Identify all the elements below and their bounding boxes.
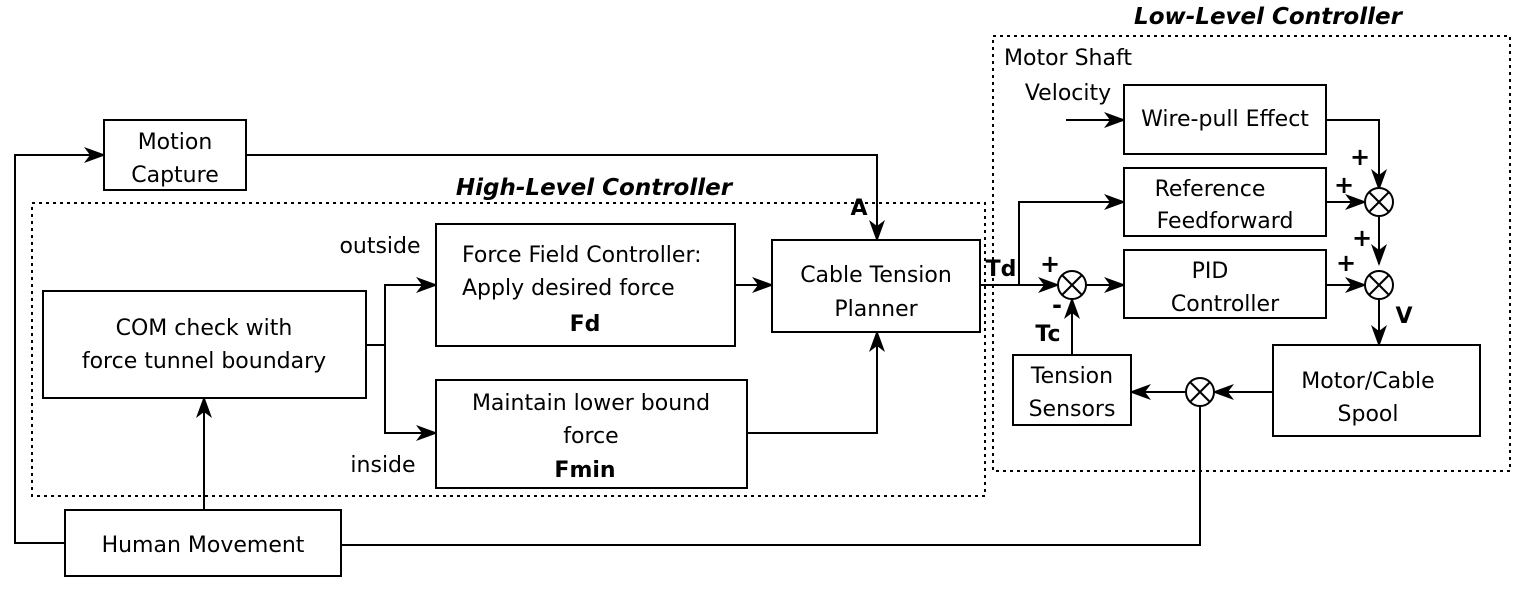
fd-label: Fd	[570, 312, 601, 337]
pid-controller-block: PID Controller	[1123, 249, 1327, 319]
lower-bound-to-planner-line	[747, 330, 885, 434]
planner-label-line2: Planner	[834, 297, 918, 322]
motion-capture-label-line1: Motion	[138, 130, 213, 155]
planner-label-line1: Cable Tension	[800, 263, 952, 288]
wire-pull-to-sum-line	[1326, 119, 1387, 191]
lower-bound-label-line2: force	[563, 424, 618, 449]
pid-label-line2: Controller	[1171, 292, 1280, 317]
wire-pull-label: Wire-pull Effect	[1141, 107, 1309, 132]
tc-label: Tc	[1035, 322, 1060, 347]
motor-spool-label-line1: Motor/Cable	[1301, 369, 1434, 394]
top-summing-junction	[1364, 187, 1394, 217]
human-to-motion-capture-line	[14, 147, 106, 544]
disturbance-summing-junction	[1185, 377, 1215, 407]
cable-tension-planner-block: Cable Tension Planner	[771, 239, 981, 333]
mid-sum-pid-plus-sign: +	[1336, 249, 1356, 277]
motor-shaft-velocity-label-line2: Velocity	[1025, 81, 1111, 106]
td-to-feedforward-line	[1018, 194, 1126, 285]
error-summing-junction	[1057, 270, 1087, 300]
a-label: A	[850, 196, 867, 221]
force-field-controller-block: Force Field Controller: Apply desired fo…	[435, 223, 736, 347]
tension-sensors-label-line1: Tension	[1030, 364, 1113, 389]
high-level-controller-container	[31, 202, 986, 497]
motion-capture-label-line2: Capture	[131, 163, 218, 188]
lower-bound-label-line1: Maintain lower bound	[472, 391, 710, 416]
motor-shaft-velocity-label-line1: Motor Shaft	[1004, 46, 1132, 71]
inside-branch-line	[384, 345, 438, 441]
mid-summing-junction	[1364, 270, 1394, 300]
td-label: Td	[986, 257, 1017, 282]
v-label: V	[1395, 304, 1412, 329]
inside-label: inside	[350, 453, 415, 478]
reference-ff-label-line2: Feedforward	[1157, 209, 1294, 234]
outside-label: outside	[339, 234, 420, 259]
top-sum-wire-plus-sign: +	[1350, 143, 1370, 171]
outside-branch-line	[384, 277, 438, 345]
com-check-block: COM check with force tunnel boundary	[42, 290, 367, 399]
reference-feedforward-block: Reference Feedforward	[1123, 167, 1327, 237]
fmin-label: Fmin	[554, 458, 615, 483]
human-movement-block: Human Movement	[64, 509, 342, 577]
human-to-disturbance-sum-line	[341, 405, 1201, 546]
wire-pull-effect-block: Wire-pull Effect	[1123, 84, 1327, 155]
human-movement-label: Human Movement	[102, 533, 305, 558]
high-level-controller-title: High-Level Controller	[456, 175, 734, 201]
tension-sensors-label-line2: Sensors	[1029, 397, 1116, 422]
force-field-label-line2: Apply desired force	[462, 276, 675, 301]
reference-ff-label-line1: Reference	[1155, 177, 1266, 202]
motion-capture-block: Motion Capture	[103, 119, 247, 191]
error-sum-minus-sign: -	[1052, 291, 1062, 319]
com-check-label-line1: COM check with	[116, 316, 293, 341]
mid-sum-top-plus-sign: +	[1352, 224, 1372, 252]
lower-bound-block: Maintain lower bound force Fmin	[435, 379, 748, 489]
com-check-label-line2: force tunnel boundary	[82, 349, 326, 374]
pid-label-line1: PID	[1192, 259, 1229, 284]
motor-cable-spool-block: Motor/Cable Spool	[1272, 344, 1481, 437]
low-level-controller-title: Low-Level Controller	[1134, 4, 1404, 30]
force-field-label-line1: Force Field Controller:	[462, 243, 702, 268]
tension-sensors-block: Tension Sensors	[1012, 354, 1132, 426]
top-sum-ref-plus-sign: +	[1334, 171, 1354, 199]
connection-lines	[14, 112, 1387, 546]
motion-capture-to-planner-line	[246, 154, 885, 242]
error-sum-plus-sign: +	[1040, 250, 1060, 278]
motor-spool-label-line2: Spool	[1338, 402, 1399, 427]
